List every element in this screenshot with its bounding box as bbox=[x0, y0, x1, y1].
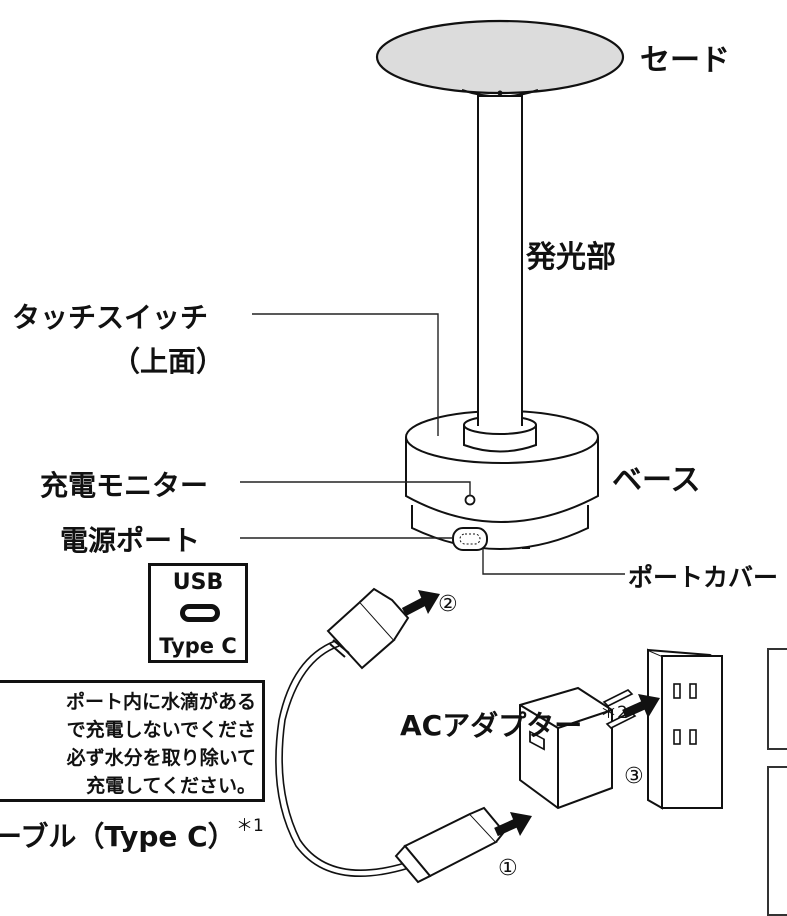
usb-a-plug bbox=[394, 806, 506, 884]
ac-adapter-note: ＊2 bbox=[600, 703, 628, 723]
label-touch-switch-sub: （上面） bbox=[112, 345, 225, 378]
usb-badge-top: USB bbox=[172, 570, 224, 595]
label-power-port: 電源ポート bbox=[60, 524, 201, 557]
label-charge-monitor: 充電モニター bbox=[40, 469, 209, 502]
lamp-shade bbox=[375, 19, 625, 98]
arrow-step1 bbox=[494, 812, 532, 837]
leader-charge-monitor bbox=[240, 481, 471, 496]
ac-adapter bbox=[519, 686, 637, 810]
wall-outlet bbox=[647, 648, 723, 810]
label-light-part: 発光部 bbox=[526, 240, 616, 275]
side-note-box-lower bbox=[767, 766, 787, 916]
label-ac-adapter: ACアダプター bbox=[400, 709, 583, 742]
warning-line-4: 充電してください。 bbox=[86, 775, 256, 797]
arrow-step2 bbox=[401, 590, 440, 616]
leader-touch-switch bbox=[252, 313, 439, 436]
usb-type-c-badge: USB Type C bbox=[148, 563, 248, 663]
label-port-cover: ポートカバー bbox=[628, 563, 779, 592]
lamp-base bbox=[405, 404, 599, 550]
charge-monitor-led bbox=[464, 494, 476, 506]
warning-line-1: ポート内に水滴がある bbox=[65, 691, 256, 713]
usb-c-port-icon bbox=[180, 604, 220, 622]
water-warning-box: ポート内に水滴がある で充電しないでくださ 必ず水分を取り除いて 充電してくださ… bbox=[0, 680, 265, 802]
leader-lines bbox=[240, 313, 625, 575]
step-1-marker: ① bbox=[498, 856, 518, 881]
usb-badge-bottom: Type C bbox=[159, 634, 237, 658]
label-cable: ーブル（Type C） bbox=[0, 820, 236, 853]
side-note-box-upper bbox=[767, 648, 787, 750]
arrow-step3 bbox=[622, 694, 660, 719]
usb-cable bbox=[275, 640, 410, 878]
step-2-marker: ② bbox=[438, 592, 458, 617]
step-3-marker: ③ bbox=[624, 764, 644, 789]
usb-c-plug bbox=[326, 587, 410, 670]
cable-note: ＊1 bbox=[236, 816, 264, 836]
warning-line-2: で充電しないでくださ bbox=[66, 719, 256, 741]
label-base: ベース bbox=[612, 463, 701, 498]
warning-line-3: 必ず水分を取り除いて bbox=[66, 747, 256, 769]
power-port bbox=[452, 527, 488, 551]
label-touch-switch: タッチスイッチ bbox=[12, 301, 209, 334]
leader-port-cover bbox=[482, 549, 625, 575]
label-shade: セード bbox=[640, 43, 730, 78]
